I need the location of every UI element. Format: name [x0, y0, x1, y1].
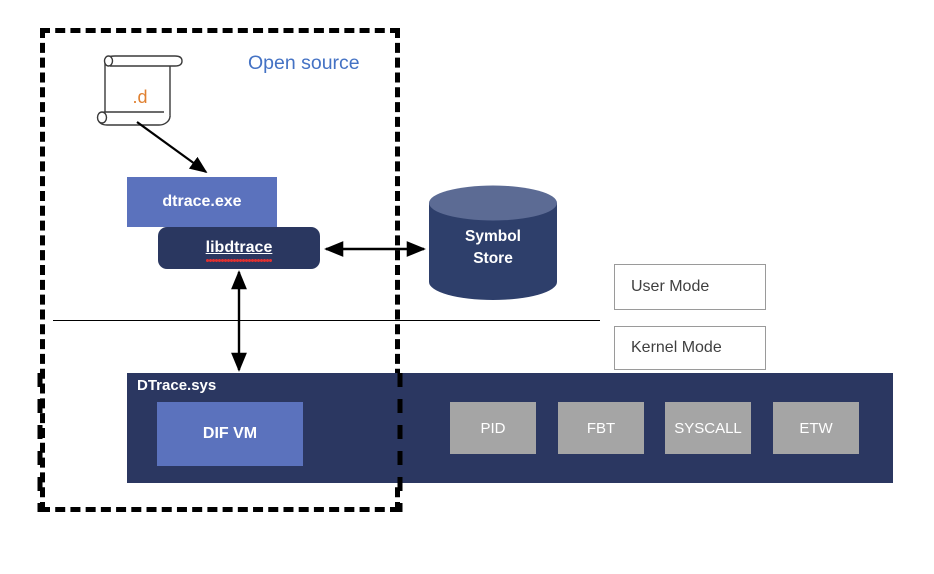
symbol-store-label: Symbol Store: [428, 196, 558, 300]
open-source-label: Open source: [248, 52, 360, 74]
provider-box-etw[interactable]: ETW: [773, 402, 859, 454]
kernel-mode-label: Kernel Mode: [631, 339, 722, 356]
user-mode-label: User Mode: [631, 278, 710, 295]
provider-label-etw: ETW: [799, 419, 833, 437]
symbol-store-line2: Store: [473, 250, 513, 267]
dif-vm-label: DIF VM: [202, 425, 258, 442]
dtrace-exe-box[interactable]: dtrace.exe: [127, 177, 277, 227]
provider-label-pid: PID: [480, 419, 506, 437]
open-source-boundary: [40, 28, 400, 512]
dtrace-exe-label: dtrace.exe: [162, 193, 242, 210]
user-mode-box: User Mode: [614, 264, 766, 310]
provider-box-syscall[interactable]: SYSCALL: [665, 402, 751, 454]
dtrace-sys-label: DTrace.sys: [137, 377, 217, 394]
provider-box-pid[interactable]: PID: [450, 402, 536, 454]
provider-label-syscall: SYSCALL: [674, 419, 742, 437]
user-kernel-divider: [53, 320, 600, 321]
provider-label-fbt: FBT: [586, 419, 616, 437]
dif-vm-box[interactable]: DIF VM: [157, 402, 303, 466]
kernel-mode-box: Kernel Mode: [614, 326, 766, 370]
script-file-label: .d: [132, 86, 148, 107]
database-cylinder-icon[interactable]: [428, 185, 558, 300]
libdtrace-box[interactable]: libdtrace: [158, 227, 320, 269]
provider-box-fbt[interactable]: FBT: [558, 402, 644, 454]
symbol-store-line1: Symbol: [465, 228, 521, 246]
libdtrace-label: libdtrace: [205, 239, 273, 262]
